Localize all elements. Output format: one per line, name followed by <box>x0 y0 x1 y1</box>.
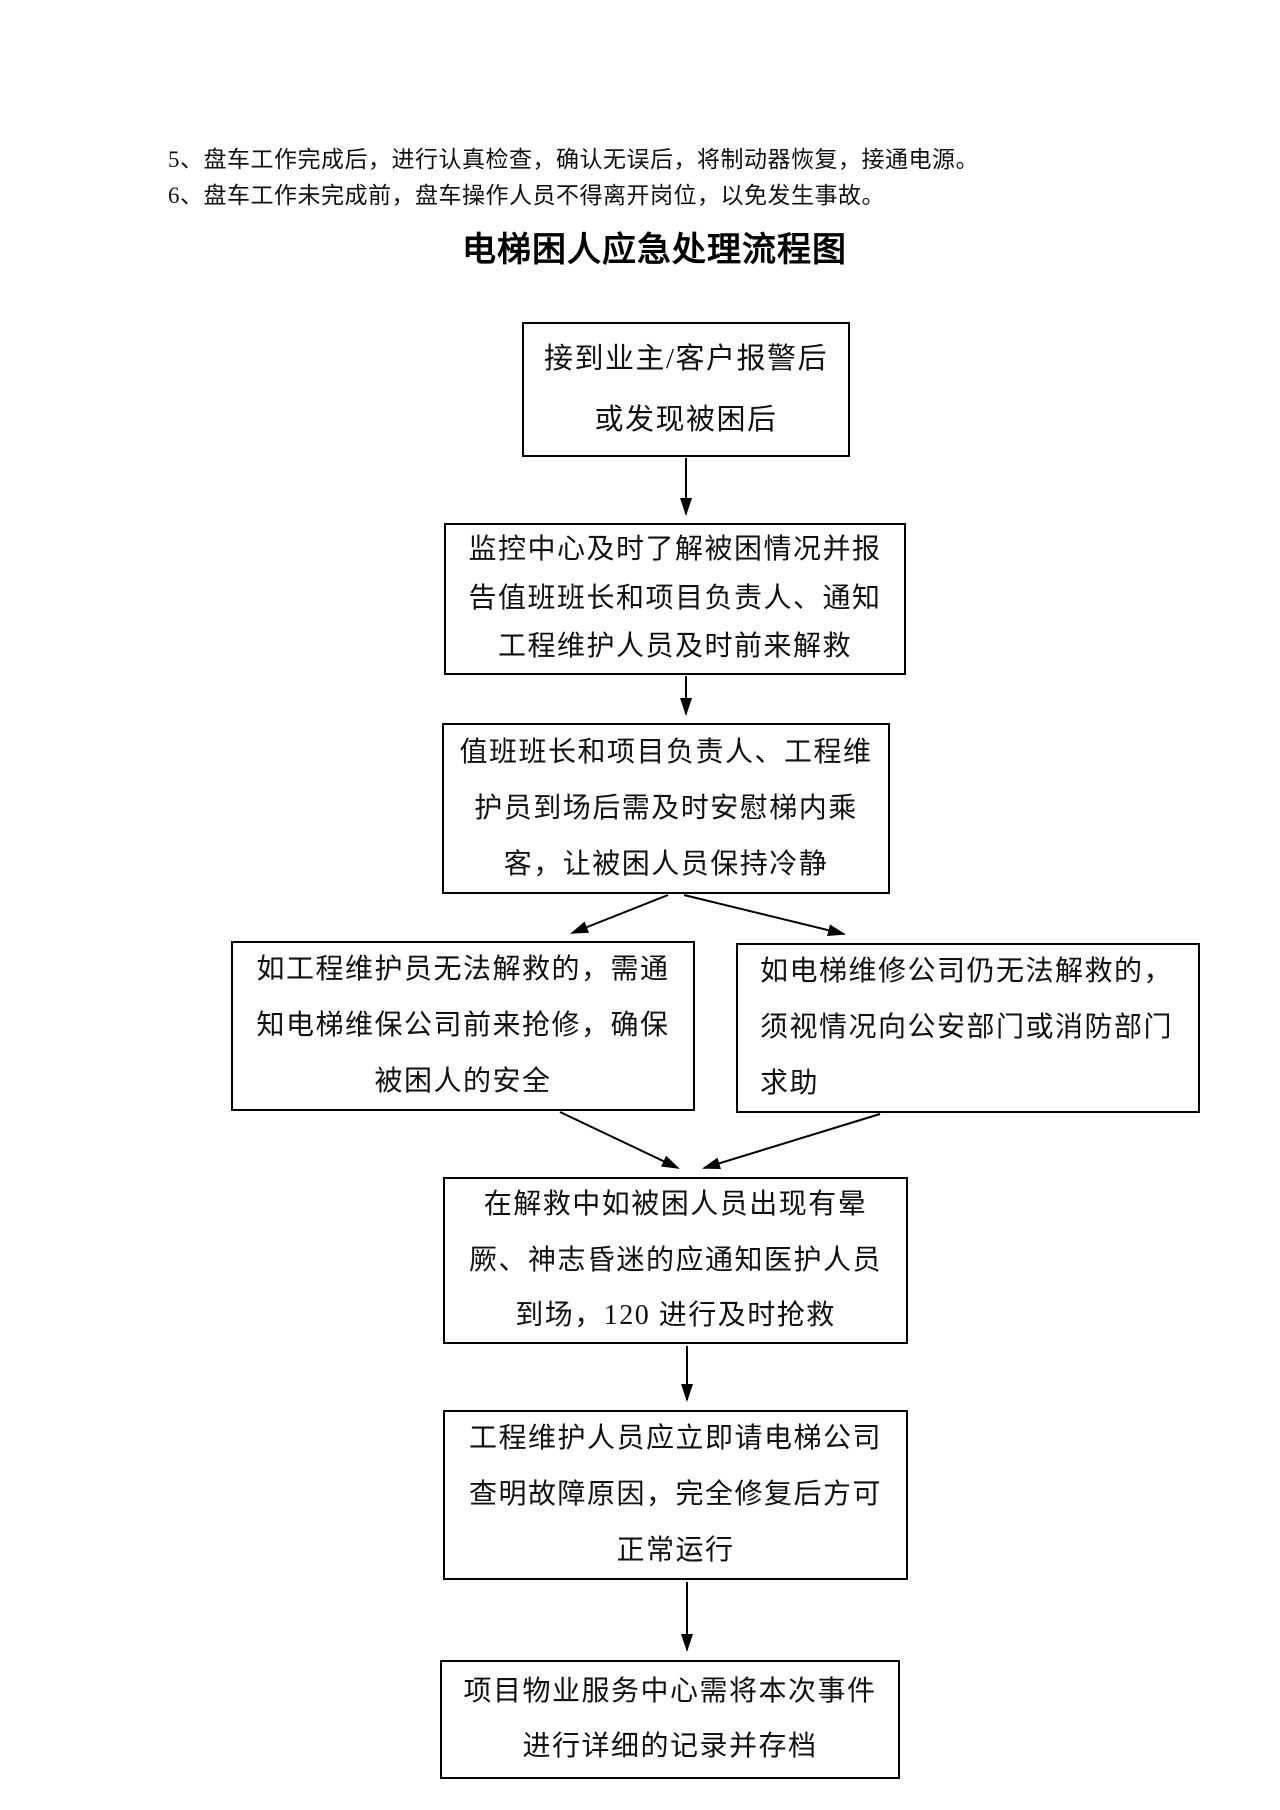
flow-node-medical-rescue: 在解救中如被困人员出现有晕 厥、神志昏迷的应通知医护人员 到场，120 进行及时… <box>443 1177 908 1344</box>
flowchart-title: 电梯困人应急处理流程图 <box>462 231 847 269</box>
flow-node-repair-verify: 工程维护人员应立即请电梯公司 查明故障原因，完全修复后方可 正常运行 <box>443 1410 908 1580</box>
arrow-comfort-to-maintain <box>570 894 669 934</box>
note-line-6: 6、盘车工作未完成前，盘车操作人员不得离开岗位，以免发生事故。 <box>168 183 885 208</box>
arrow-police-to-medical <box>702 1113 881 1170</box>
flow-node-call-maintenance-company: 如工程维护员无法解救的，需通 知电梯维保公司前来抢修，确保 被困人的安全 <box>231 941 695 1111</box>
arrow-maintain-to-medical <box>559 1111 680 1169</box>
flow-node-receive-alarm: 接到业主/客户报警后 或发现被困后 <box>522 322 850 457</box>
note-line-5: 5、盘车工作完成后，进行认真检查，确认无误后，将制动器恢复，接通电源。 <box>168 147 979 172</box>
arrow-comfort-to-police <box>683 894 846 937</box>
flow-node-call-police-fire: 如电梯维修公司仍无法解救的， 须视情况向公安部门或消防部门 求助 <box>736 943 1200 1113</box>
flow-node-record-archive: 项目物业服务中心需将本次事件 进行详细的记录并存档 <box>440 1660 900 1779</box>
flow-node-comfort-passengers: 值班班长和项目负责人、工程维 护员到场后需及时安慰梯内乘 客，让被困人员保持冷静 <box>442 723 890 894</box>
flow-node-monitor-center: 监控中心及时了解被困情况并报 告值班班长和项目负责人、通知 工程维护人员及时前来… <box>444 523 906 675</box>
